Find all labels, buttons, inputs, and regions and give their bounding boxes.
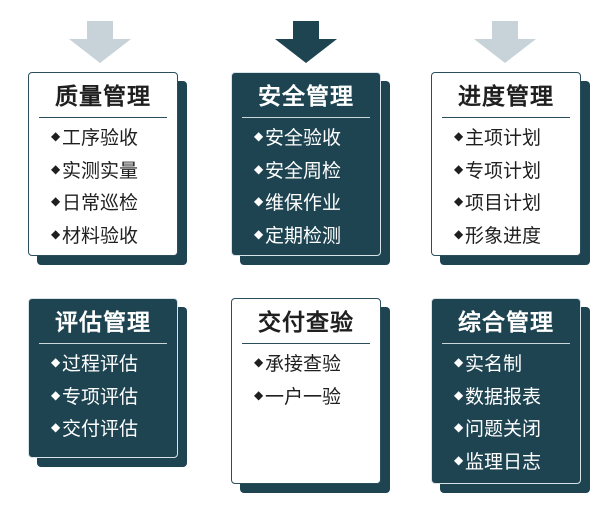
list-item: ◆安全周检 [254,155,380,188]
list-item: ◆问题关闭 [454,413,580,446]
diamond-bullet-icon: ◆ [454,355,464,370]
item-label: 定期检测 [265,224,342,247]
item-label: 安全验收 [265,127,342,149]
item-list: ◆安全验收 ◆安全周检 ◆维保作业 ◆定期检测 [232,118,380,252]
item-list: ◆工序验收 ◆实测实量 ◆日常巡检 ◆材料验收 [29,118,177,252]
item-label: 日常巡检 [62,192,139,214]
arrow-down-icon [474,21,536,63]
divider [242,343,370,344]
list-item: ◆监理日志 [454,446,580,479]
item-label: 监理日志 [465,450,542,473]
diamond-bullet-icon: ◆ [254,161,264,176]
list-item: ◆数据报表 [454,381,580,414]
item-label: 专项计划 [465,159,542,182]
item-list: ◆过程评估 ◆专项评估 ◆交付评估 [29,344,177,446]
divider [242,117,370,118]
diamond-bullet-icon: ◆ [454,452,464,467]
diamond-bullet-icon: ◆ [454,161,464,176]
list-item: ◆定期检测 [254,220,380,253]
card-body: 质量管理 ◆工序验收 ◆实测实量 ◆日常巡检 ◆材料验收 [28,72,178,256]
card-body: 综合管理 ◆实名制 ◆数据报表 ◆问题关闭 ◆监理日志 [431,298,581,484]
divider [39,117,167,118]
list-item: ◆承接查验 [254,348,380,381]
diamond-bullet-icon: ◆ [454,129,464,144]
card-safety-management: 安全管理 ◆安全验收 ◆安全周检 ◆维保作业 ◆定期检测 [231,72,390,265]
item-list: ◆实名制 ◆数据报表 ◆问题关闭 ◆监理日志 [432,344,580,478]
divider [39,343,167,344]
item-label: 实名制 [465,353,523,375]
card-title: 综合管理 [458,310,554,336]
card-title: 交付查验 [258,310,354,336]
list-item: ◆主项计划 [454,122,580,155]
item-label: 承接查验 [265,353,342,375]
item-list: ◆承接查验 ◆一户一验 [232,344,380,413]
item-label: 项目计划 [465,192,542,214]
list-item: ◆项目计划 [454,187,580,220]
card-body: 评估管理 ◆过程评估 ◆专项评估 ◆交付评估 [28,298,178,458]
list-item: ◆交付评估 [51,413,177,446]
card-comprehensive-management: 综合管理 ◆实名制 ◆数据报表 ◆问题关闭 ◆监理日志 [431,298,590,493]
diamond-bullet-icon: ◆ [51,161,61,176]
list-item: ◆实测实量 [51,155,177,188]
card-evaluation-management: 评估管理 ◆过程评估 ◆专项评估 ◆交付评估 [28,298,187,467]
item-label: 问题关闭 [465,418,542,440]
card-quality-management: 质量管理 ◆工序验收 ◆实测实量 ◆日常巡检 ◆材料验收 [28,72,187,265]
item-label: 主项计划 [465,127,542,149]
list-item: ◆专项评估 [51,381,177,414]
card-title: 评估管理 [55,310,151,336]
down-arrow-progress [474,21,536,63]
list-item: ◆实名制 [454,348,580,381]
item-label: 维保作业 [265,192,342,214]
diamond-bullet-icon: ◆ [254,387,264,402]
card-body: 进度管理 ◆主项计划 ◆专项计划 ◆项目计划 ◆形象进度 [431,72,581,256]
item-label: 过程评估 [62,353,139,375]
down-arrow-quality [69,21,131,63]
arrow-down-icon [69,21,131,63]
diamond-bullet-icon: ◆ [51,420,61,435]
diamond-bullet-icon: ◆ [454,387,464,402]
diamond-bullet-icon: ◆ [454,194,464,209]
item-label: 安全周检 [265,159,342,182]
item-label: 工序验收 [62,127,139,149]
card-delivery-inspection: 交付查验 ◆承接查验 ◆一户一验 [231,298,390,493]
diamond-bullet-icon: ◆ [51,226,61,241]
list-item: ◆维保作业 [254,187,380,220]
arrow-down-icon [275,21,337,63]
diamond-bullet-icon: ◆ [254,194,264,209]
down-arrow-safety [275,21,337,63]
list-item: ◆材料验收 [51,220,177,253]
item-label: 专项评估 [62,385,139,408]
list-item: ◆专项计划 [454,155,580,188]
card-title: 安全管理 [258,84,354,110]
item-label: 数据报表 [465,385,542,408]
list-item: ◆日常巡检 [51,187,177,220]
list-item: ◆形象进度 [454,220,580,253]
list-item: ◆一户一验 [254,381,380,414]
item-list: ◆主项计划 ◆专项计划 ◆项目计划 ◆形象进度 [432,118,580,252]
card-body: 交付查验 ◆承接查验 ◆一户一验 [231,298,381,484]
item-label: 一户一验 [265,385,342,408]
diamond-bullet-icon: ◆ [254,129,264,144]
item-label: 材料验收 [62,224,139,247]
card-progress-management: 进度管理 ◆主项计划 ◆专项计划 ◆项目计划 ◆形象进度 [431,72,590,265]
item-label: 形象进度 [465,224,542,247]
diamond-bullet-icon: ◆ [454,420,464,435]
list-item: ◆安全验收 [254,122,380,155]
divider [442,343,570,344]
card-body: 安全管理 ◆安全验收 ◆安全周检 ◆维保作业 ◆定期检测 [231,72,381,256]
diamond-bullet-icon: ◆ [51,129,61,144]
card-title: 质量管理 [55,84,151,110]
list-item: ◆工序验收 [51,122,177,155]
diamond-bullet-icon: ◆ [51,355,61,370]
diamond-bullet-icon: ◆ [254,355,264,370]
divider [442,117,570,118]
card-title: 进度管理 [458,84,554,110]
diamond-bullet-icon: ◆ [254,226,264,241]
item-label: 实测实量 [62,159,139,182]
diamond-bullet-icon: ◆ [51,387,61,402]
item-label: 交付评估 [62,418,139,440]
diamond-bullet-icon: ◆ [454,226,464,241]
list-item: ◆过程评估 [51,348,177,381]
diamond-bullet-icon: ◆ [51,194,61,209]
